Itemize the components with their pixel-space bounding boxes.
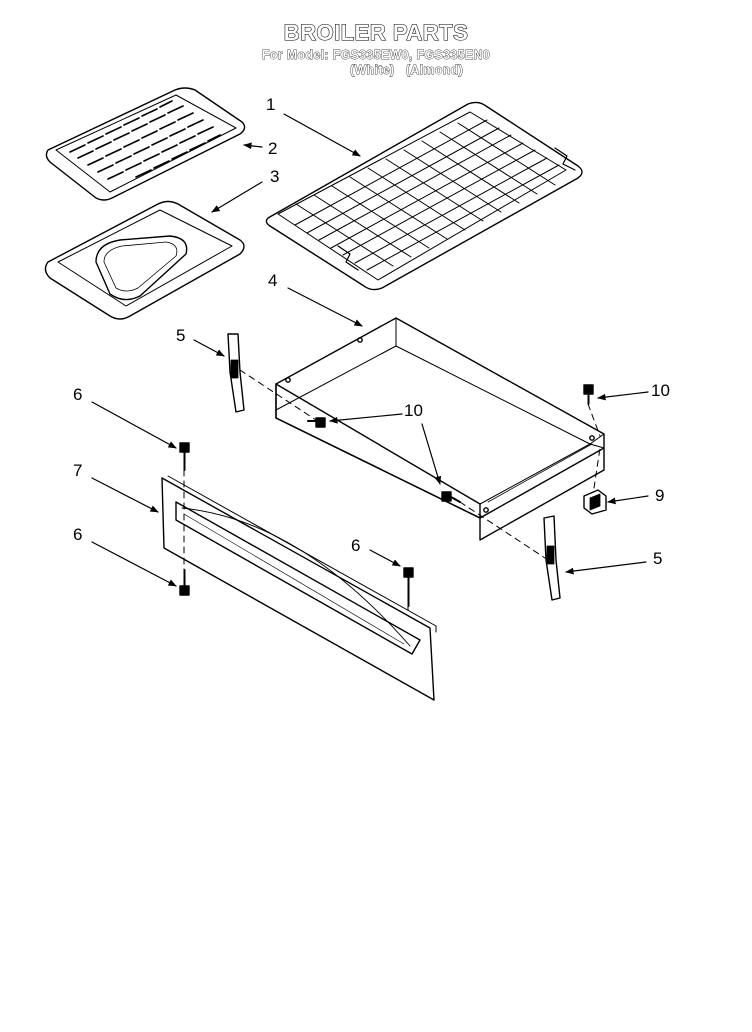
callout-5-left: 5 xyxy=(176,326,186,345)
page-title: BROILER PARTS xyxy=(283,19,469,45)
broiler-pan-icon xyxy=(44,200,245,320)
callout-4: 4 xyxy=(268,271,278,290)
callout-6-bottom: 6 xyxy=(73,525,83,544)
callout-7: 7 xyxy=(73,461,83,480)
callout-9: 9 xyxy=(655,486,665,505)
color-variants: (White) (Almond) xyxy=(350,63,464,78)
screw-icon xyxy=(307,417,326,428)
callout-10-center: 10 xyxy=(404,401,423,420)
clip-icon xyxy=(583,489,607,515)
screw-icon xyxy=(441,491,461,503)
screw-icon xyxy=(403,567,414,607)
callout-3: 3 xyxy=(270,167,280,186)
callout-10-right: 10 xyxy=(651,381,670,400)
screw-icon xyxy=(583,384,594,405)
model-line: For Model: FGS335EW0, FGS335EN0 xyxy=(261,48,491,63)
callout-1: 1 xyxy=(266,95,276,114)
drawer-slide-icon xyxy=(543,515,561,601)
callout-5-right: 5 xyxy=(653,549,663,568)
color-almond-label: (Almond) xyxy=(405,63,464,78)
assembly-lines xyxy=(183,369,601,613)
drawer-slide-icon xyxy=(227,333,245,413)
callout-2: 2 xyxy=(268,139,278,158)
broiler-pan-grid-icon xyxy=(45,87,246,201)
screw-icon xyxy=(179,569,190,596)
screw-icon xyxy=(179,442,190,471)
leader-lines xyxy=(91,113,649,587)
broiler-drawer-icon xyxy=(275,317,605,541)
callout-6-middle: 6 xyxy=(351,536,361,555)
color-white-label: (White) xyxy=(350,63,395,78)
broiler-rack-icon xyxy=(265,101,583,291)
drawer-front-panel-icon xyxy=(161,475,437,701)
callout-6-top: 6 xyxy=(73,385,83,404)
